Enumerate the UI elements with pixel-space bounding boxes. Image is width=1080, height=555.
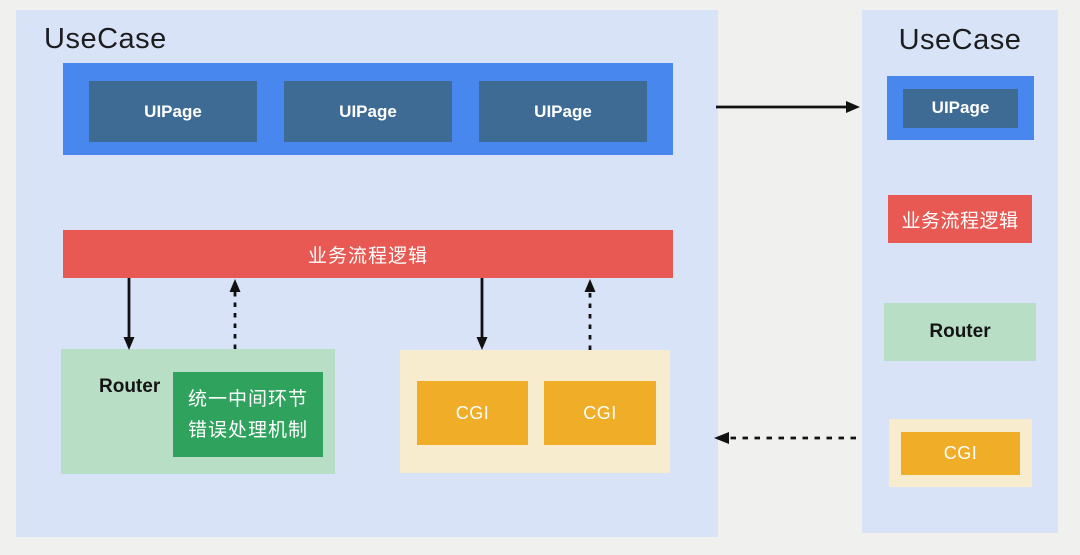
cgi-box-1: CGI <box>417 381 528 445</box>
uipage-box-3: UIPage <box>479 81 647 142</box>
error-handling-line-2: 错误处理机制 <box>187 419 308 441</box>
cgi-box-2: CGI <box>544 381 656 445</box>
arrow-right-solid-panels <box>716 101 860 113</box>
error-handling-box: 统一中间环节 错误处理机制 <box>173 372 323 457</box>
right-usecase-panel: UseCase UIPage 业务流程逻辑 Router CGI <box>862 10 1058 533</box>
left-usecase-panel: UseCase UIPage UIPage UIPage 业务流程逻辑 Rout… <box>16 10 718 537</box>
right-panel-title: UseCase <box>898 24 1022 56</box>
right-process-logic-box: 业务流程逻辑 <box>888 195 1032 243</box>
right-uipage-container: UIPage <box>887 76 1034 140</box>
router-box: Router 统一中间环节 错误处理机制 <box>61 349 335 474</box>
uipage-box-1: UIPage <box>89 81 257 142</box>
left-panel-title: UseCase <box>44 23 167 55</box>
right-uipage-box: UIPage <box>903 88 1018 128</box>
right-router-box: Router <box>884 303 1036 361</box>
process-logic-bar: 业务流程逻辑 <box>63 230 673 278</box>
error-handling-line-1: 统一中间环节 <box>187 388 308 410</box>
uipage-container: UIPage UIPage UIPage <box>63 63 673 155</box>
arrow-left-dashed-panels <box>714 432 856 444</box>
uipage-box-2: UIPage <box>284 81 452 142</box>
right-cgi-box: CGI <box>901 431 1020 475</box>
router-label: Router <box>99 376 161 397</box>
cgi-container: CGI CGI <box>400 350 670 473</box>
right-cgi-container: CGI <box>889 419 1032 487</box>
